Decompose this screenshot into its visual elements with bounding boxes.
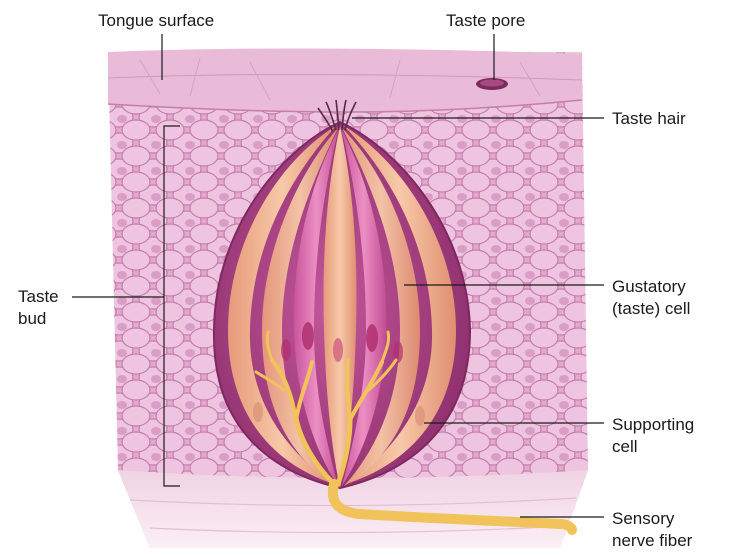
- label-supporting-cell-line2: cell: [612, 436, 638, 457]
- label-tongue-surface: Tongue surface: [98, 10, 214, 31]
- label-gustatory-cell-line2: (taste) cell: [612, 298, 690, 319]
- label-sensory-nerve-line2: nerve fiber: [612, 530, 692, 551]
- label-gustatory-cell-line1: Gustatory: [612, 276, 686, 297]
- label-taste-bud-line2: bud: [18, 308, 46, 329]
- label-taste-pore: Taste pore: [446, 10, 525, 31]
- label-taste-hair: Taste hair: [612, 108, 686, 129]
- label-sensory-nerve-line1: Sensory: [612, 508, 674, 529]
- label-taste-bud-line1: Taste: [18, 286, 59, 307]
- label-supporting-cell-line1: Supporting: [612, 414, 694, 435]
